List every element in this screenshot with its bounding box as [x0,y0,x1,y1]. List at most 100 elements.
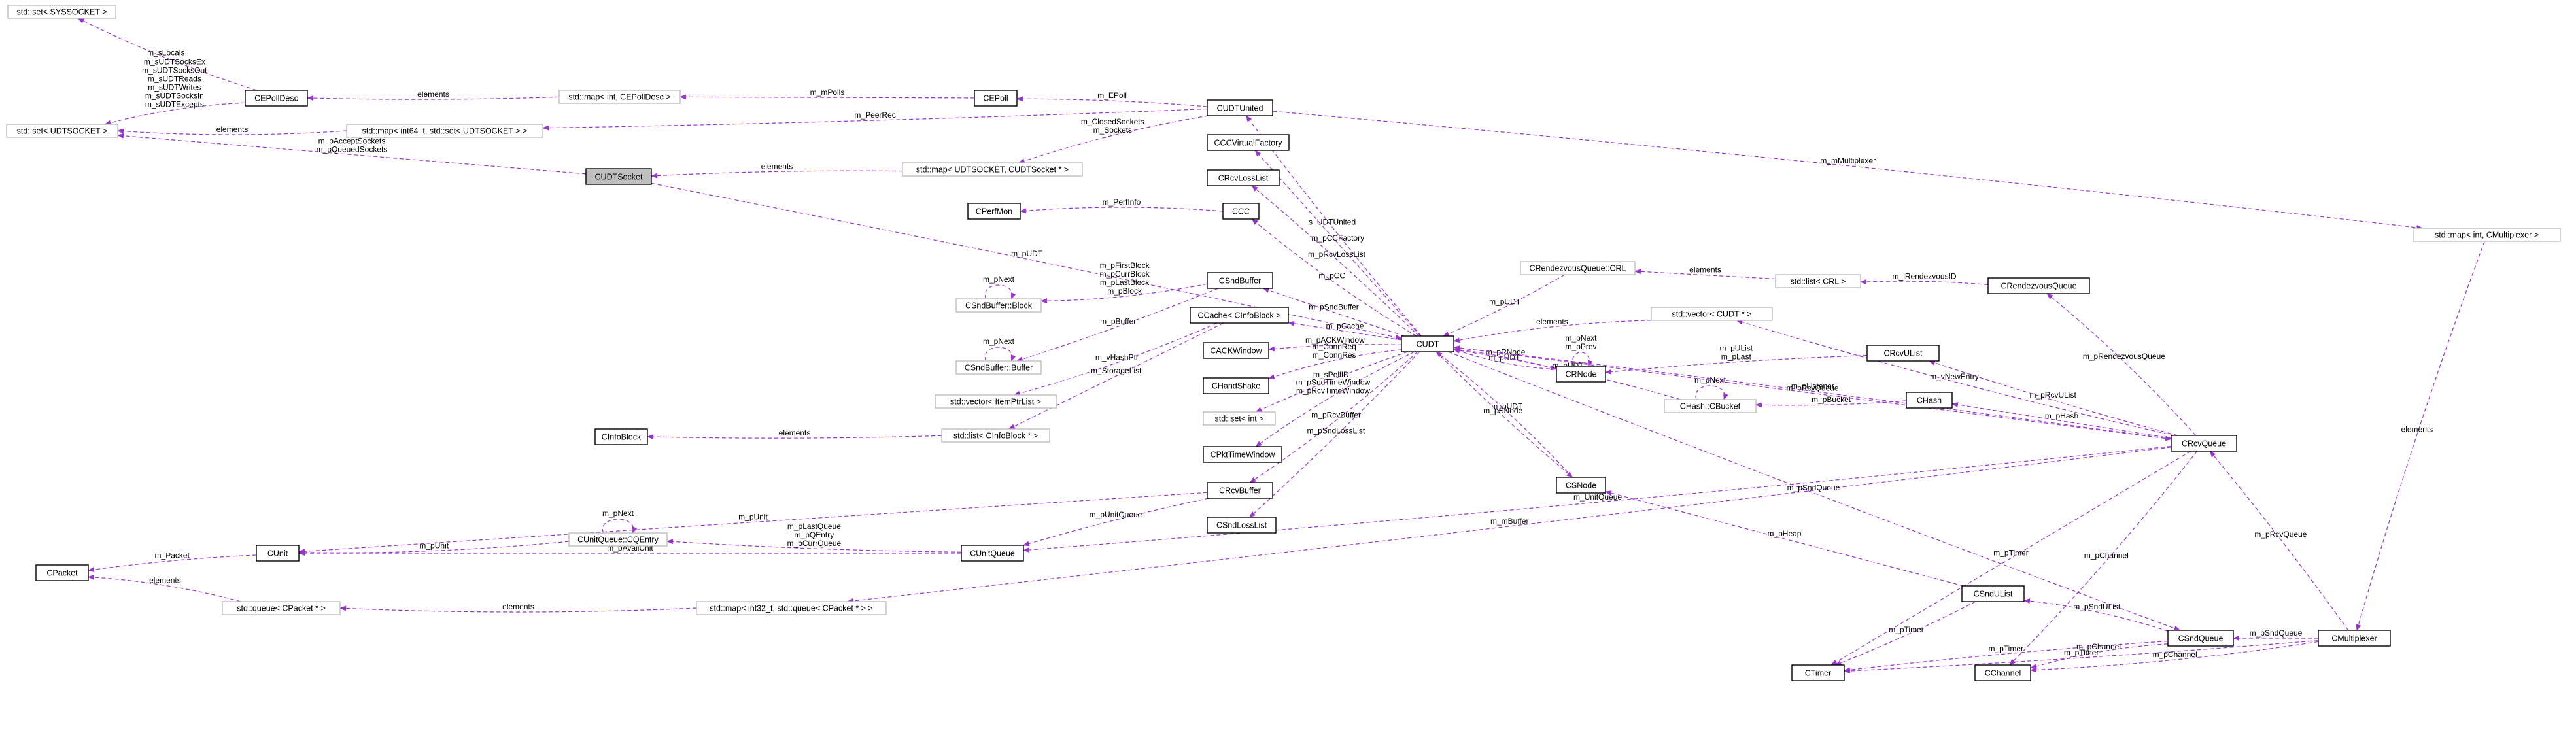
node-box [1906,392,1953,409]
node-cpkttimewindow[interactable]: CPktTimeWindow [1203,446,1282,463]
node-box [1222,203,1260,220]
node-cudtunited[interactable]: CUDTUnited [1207,99,1273,116]
node-csndbuffer[interactable]: CSndBuffer [1207,272,1273,289]
node-cinfoblock[interactable]: CInfoBlock [594,428,648,445]
edge-label: m_EPoll [1097,91,1127,100]
node-queuepkt[interactable]: std::queue< CPacket * > [222,601,341,615]
node-cepoll[interactable]: CEPoll [974,90,1018,107]
edge-line [1255,351,1408,413]
edge-line [1018,115,1209,163]
node-csndlosslist[interactable]: CSndLossList [1207,517,1277,534]
node-cackwindow[interactable]: CACKWindow [1203,342,1269,359]
node-mapqueue[interactable]: std::map< int32_t, std::queue< CPacket *… [696,601,887,615]
node-box [1520,261,1636,275]
edge-crcvqueue-to-crcvulist: m_pRcvUList [1929,360,2178,436]
node-csndulist[interactable]: CSndUList [1961,585,2025,602]
node-csnode[interactable]: CSNode [1556,477,1606,494]
node-map64set[interactable]: std::map< int64_t, std::set< UDTSOCKET >… [346,124,543,138]
edge-line [846,447,2172,604]
edge-line [651,170,903,179]
edge-label: m_pNext [983,337,1015,346]
node-listcrl[interactable]: std::list< CRL > [1775,274,1861,288]
node-csndqueue[interactable]: CSndQueue [2167,630,2234,647]
edge-cudt-to-csndbuffer: m_pSndBuffer [1262,288,1405,337]
node-label: std::queue< CPacket * > [237,604,326,613]
edge-sndblock-to-sndblock: m_pNext [983,275,1016,299]
edge-line [117,133,587,175]
edge-label: m_pRcvUList [2029,390,2076,400]
node-cpacket[interactable]: CPacket [35,564,89,581]
node-crdvqueue[interactable]: CRendezvousQueue [1987,277,2090,294]
node-crcvbuffer[interactable]: CRcvBuffer [1207,482,1273,499]
node-box [346,124,543,138]
edge-line [1755,400,1907,408]
edge-label: elements [216,125,249,134]
node-box [1203,377,1269,394]
edge-line [1254,150,1421,337]
node-cunitqueue[interactable]: CUnitQueue [961,545,1024,562]
node-box [1961,585,2025,602]
node-epolldesc[interactable]: CEPollDesc [245,90,308,107]
edge-line [307,95,560,101]
node-chandshake[interactable]: CHandShake [1203,377,1269,394]
node-udtset[interactable]: std::set< UDTSOCKET > [6,124,118,138]
node-cudtsocket[interactable]: CUDTSocket [585,168,652,185]
edge-line [1442,274,1566,337]
node-ccc[interactable]: CCC [1222,203,1260,220]
node-cqentry[interactable]: CUnitQueue::CQEntry [568,532,668,547]
node-mapmux[interactable]: std::map< int, CMultiplexer > [2413,228,2561,242]
node-ctimer[interactable]: CTimer [1791,664,1845,681]
node-box [2318,630,2391,647]
node-cperfmon[interactable]: CPerfMon [967,203,1021,220]
edge-cunit-to-cpacket: m_Packet [88,551,257,573]
edge-label: m_pTimer [2064,648,2099,657]
node-label: CSNode [1566,481,1596,490]
node-box [955,360,1042,375]
node-box [1664,399,1757,413]
node-label: std::map< int32_t, std::queue< CPacket *… [710,604,872,613]
edge-vecudt-to-cudt: elements [1453,317,1652,343]
edge-label: m_pCCFactory [1311,233,1364,243]
node-cudt[interactable]: CUDT [1401,335,1454,352]
edge-crcvqueue-to-chash: m_pHash [1951,401,2172,439]
edge-label: m_pSndLossList [1307,426,1365,435]
edge-cudt-to-crcvqueue: m_pRcvQueue [1453,347,2172,441]
node-cunit[interactable]: CUnit [256,545,300,562]
node-sndbuf[interactable]: CSndBuffer::Buffer [955,360,1042,375]
node-crdvcrl[interactable]: CRendezvousQueue::CRL [1520,261,1636,275]
node-mapint_epd[interactable]: std::map< int, CEPollDesc > [558,90,681,104]
node-cmultiplexer[interactable]: CMultiplexer [2318,630,2391,647]
node-label: CHandShake [1212,382,1260,391]
node-cchannel[interactable]: CChannel [1974,664,2031,681]
node-crcvqueue[interactable]: CRcvQueue [2171,435,2237,452]
node-crcvulist[interactable]: CRcvUList [1866,345,1940,362]
node-setint[interactable]: std::set< int > [1203,411,1276,426]
node-label: CRendezvousQueue [2001,282,2076,291]
node-label: CUnitQueue [970,549,1015,558]
edge-label: elements [761,162,793,171]
node-ccacheinfo[interactable]: CCache< CInfoBlock > [1190,307,1289,324]
node-sysset[interactable]: std::set< SYSSOCKET > [7,5,116,19]
node-cccfactory[interactable]: CCCVirtualFactory [1207,134,1290,151]
node-chash[interactable]: CHash [1906,392,1953,409]
edge-line [1251,218,1417,337]
node-vecitemptr[interactable]: std::vector< ItemPtrList > [935,394,1057,409]
node-crnode[interactable]: CRNode [1556,366,1606,383]
edge-label: m_Packet [155,551,190,560]
node-chashbucket[interactable]: CHash::CBucket [1664,399,1757,413]
node-vecudt[interactable]: std::vector< CUDT * > [1651,307,1773,321]
edge-cudt-to-csnode: m_pSNode [1435,351,1573,478]
node-listinfoblock[interactable]: std::list< CInfoBlock * > [941,428,1050,443]
node-mapudtsock[interactable]: std::map< UDTSOCKET, CUDTSocket * > [902,162,1083,177]
node-box [696,601,887,615]
node-crcvlosslist[interactable]: CRcvLossList [1207,169,1280,186]
node-label: CUnit [267,549,288,558]
edge-label: m_pTimer [1988,644,2023,653]
node-label: CRcvLossList [1218,174,1269,183]
node-sndblock[interactable]: CSndBuffer::Block [955,298,1042,313]
